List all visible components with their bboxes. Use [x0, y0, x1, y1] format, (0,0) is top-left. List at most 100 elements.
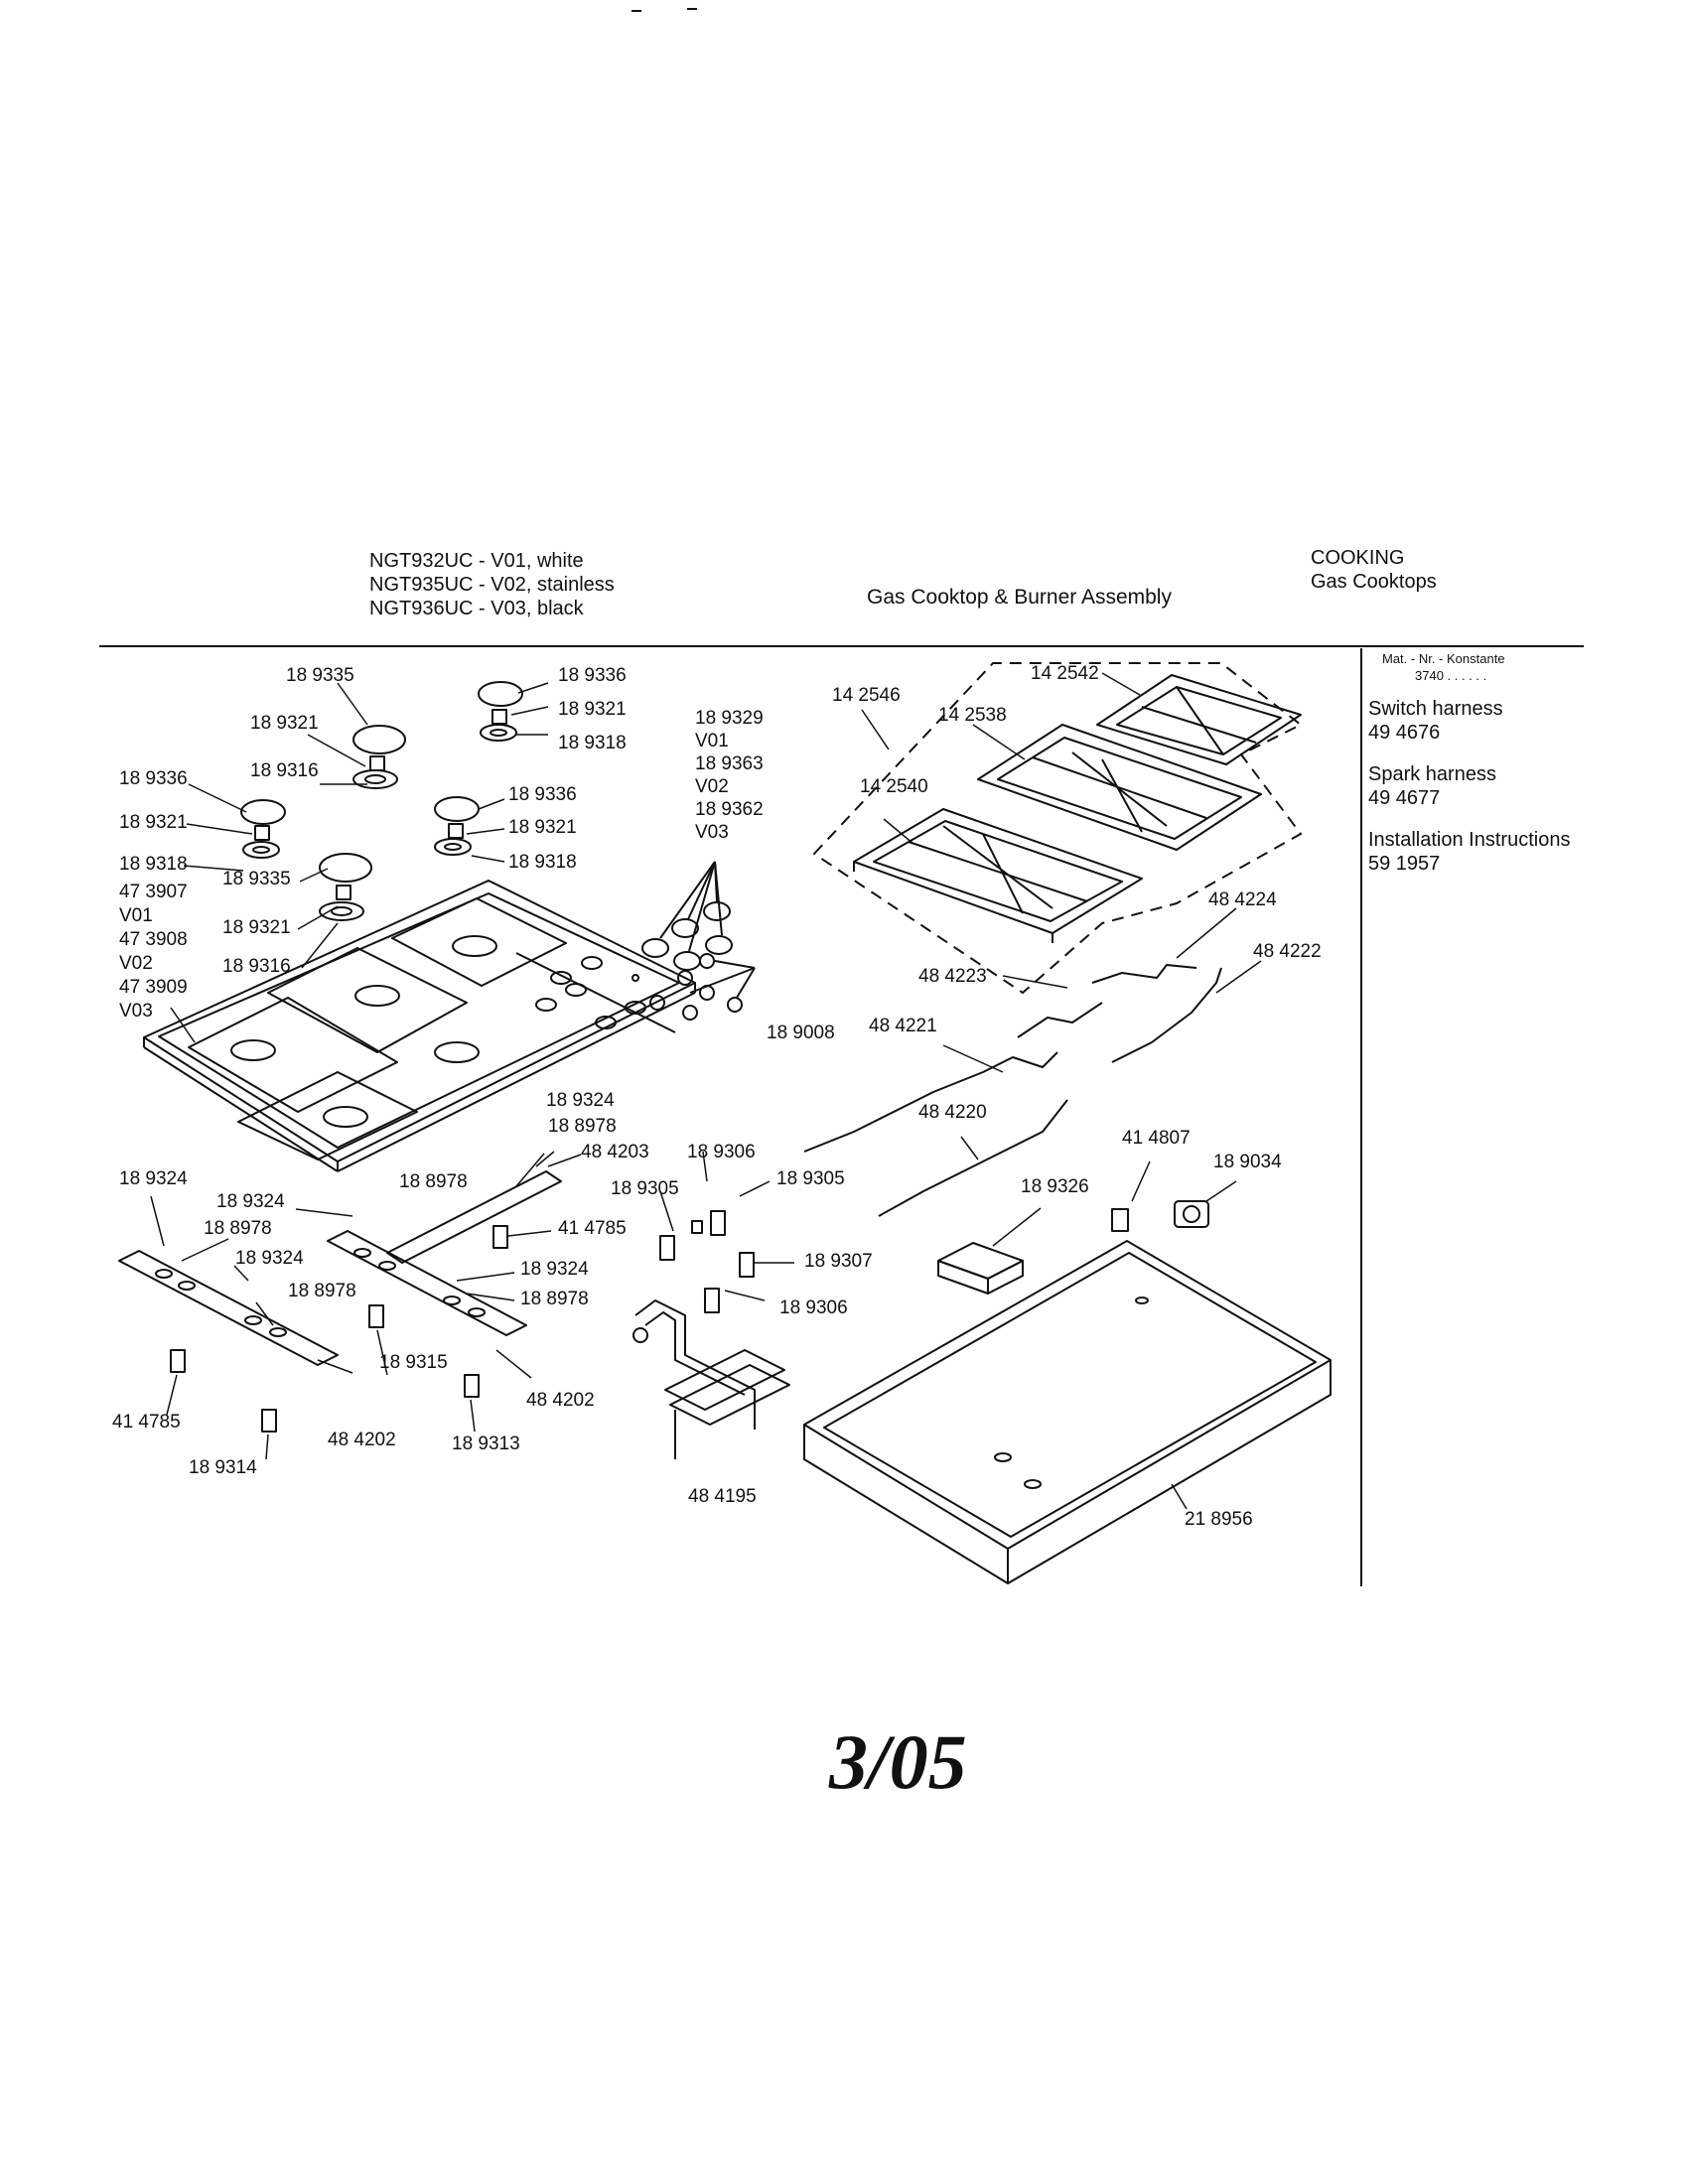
part-label: 18 9336 [558, 665, 627, 686]
part-label: 18 9324 [216, 1191, 285, 1212]
pressure-regulator [1111, 1200, 1209, 1232]
part-label: 18 9306 [779, 1297, 848, 1318]
page-title: Gas Cooktop & Burner Assembly [867, 586, 1172, 609]
sidebar-item-spark-harness: Spark harness [1368, 763, 1496, 785]
category-label: COOKING [1311, 547, 1405, 569]
leader-lines [150, 672, 1262, 1510]
part-label: 48 4221 [869, 1016, 937, 1036]
part-label: 18 9321 [250, 713, 319, 734]
bottom-tray [803, 1240, 1332, 1584]
part-label: V03 [695, 822, 729, 843]
model-line: NGT936UC - V03, black [369, 598, 584, 619]
part-label: 18 9336 [119, 768, 188, 789]
part-label: 41 4807 [1122, 1128, 1191, 1149]
part-label: 48 4203 [581, 1142, 649, 1162]
burner-cap [240, 799, 286, 859]
part-label: 18 8978 [520, 1289, 589, 1309]
part-label: 48 4222 [1253, 941, 1322, 962]
part-label: 18 9307 [804, 1251, 873, 1272]
gas-manifold [632, 1299, 790, 1459]
burner-cap [478, 681, 523, 742]
part-label: 18 9324 [520, 1259, 589, 1280]
grate-group-outline [813, 662, 1302, 994]
part-label: 18 9324 [546, 1090, 615, 1111]
grate-large [853, 808, 1143, 943]
mat-value: 3740 . . . . . . [1415, 668, 1487, 683]
burner-rail-left [118, 1250, 339, 1366]
model-list: NGT932UC - V01, white NGT935UC - V02, st… [369, 549, 615, 620]
part-label: 21 8956 [1185, 1509, 1253, 1530]
part-label: 14 2540 [860, 776, 928, 797]
part-label: 47 3908 [119, 929, 188, 950]
part-label: 18 8978 [399, 1171, 468, 1192]
sidebar-item-spark-harness-number: 49 4677 [1368, 787, 1441, 809]
page-number: 3/05 [829, 1718, 967, 1805]
part-label: 41 4785 [112, 1412, 181, 1433]
knob-part-numbers: 18 9329 V01 18 9363 V02 18 9362 V03 [695, 707, 764, 844]
part-label: 18 9305 [776, 1168, 845, 1189]
spark-module [937, 1242, 1024, 1295]
part-label: 18 9321 [558, 699, 627, 720]
part-label: 18 9329 [695, 708, 764, 729]
burner-cap [352, 725, 406, 789]
model-line: NGT932UC - V01, white [369, 550, 584, 572]
part-label: 48 4224 [1208, 889, 1277, 910]
part-label: 48 4223 [918, 966, 987, 987]
header-divider [99, 645, 1584, 647]
part-label: 18 9318 [508, 852, 577, 873]
part-label: 18 9362 [695, 799, 764, 820]
gas-tube [803, 964, 1222, 1217]
part-label: 48 4202 [526, 1390, 595, 1411]
part-label: 41 4785 [558, 1218, 627, 1239]
grate-middle [977, 724, 1262, 851]
part-label: V02 [119, 953, 153, 974]
part-label: 18 9321 [508, 817, 577, 838]
part-label: 48 4202 [328, 1430, 396, 1450]
part-label: 18 9318 [558, 733, 627, 753]
part-label: 18 9321 [119, 812, 188, 833]
part-label: 18 8978 [548, 1116, 617, 1137]
part-label: 18 9306 [687, 1142, 756, 1162]
burner-rail-right [327, 1230, 527, 1336]
part-label: 14 2542 [1031, 663, 1099, 684]
part-label: 18 9034 [1213, 1152, 1282, 1172]
part-label: 47 3907 [119, 882, 188, 902]
part-label: 48 4195 [688, 1486, 757, 1507]
part-label: 18 9314 [189, 1457, 257, 1478]
burner-rail-top [386, 1170, 562, 1264]
part-label: V01 [695, 731, 729, 751]
knob-set [641, 861, 733, 971]
part-label: 18 9305 [611, 1178, 679, 1199]
part-label: 18 9316 [250, 760, 319, 781]
sidebar-item-switch-harness: Switch harness [1368, 698, 1503, 720]
part-label: V03 [119, 1001, 153, 1022]
part-label: 14 2538 [938, 705, 1007, 726]
part-label: 18 9335 [222, 869, 291, 889]
valve [170, 1210, 755, 1433]
part-label: 18 9316 [222, 956, 291, 977]
model-line: NGT935UC - V02, stainless [369, 574, 615, 596]
part-label: 18 9336 [508, 784, 577, 805]
part-label: 18 9335 [286, 665, 354, 686]
cooktop-panel [143, 880, 696, 1172]
sidebar-item-switch-harness-number: 49 4676 [1368, 722, 1441, 744]
part-label: 18 9315 [379, 1352, 448, 1373]
subcategory-label: Gas Cooktops [1311, 571, 1437, 593]
part-label: 18 9363 [695, 753, 764, 774]
part-label: 18 9324 [235, 1248, 304, 1269]
part-label: V01 [119, 905, 153, 926]
part-label: 18 8978 [204, 1218, 272, 1239]
sidebar-item-installation-instructions-number: 59 1957 [1368, 853, 1441, 875]
part-label: 14 2546 [832, 685, 901, 706]
part-label: 18 9008 [767, 1023, 835, 1043]
sidebar-divider [1360, 648, 1362, 1586]
mat-label: Mat. - Nr. - Konstante [1382, 651, 1505, 666]
burner-cap [434, 796, 480, 856]
part-label: V02 [695, 776, 729, 797]
part-label: 18 8978 [288, 1281, 356, 1301]
cooktop-part-numbers: 47 3907 V01 47 3908 V02 47 3909 V03 [119, 881, 188, 1024]
part-label: 47 3909 [119, 977, 188, 998]
part-label: 18 9313 [452, 1433, 520, 1454]
part-label: 18 9321 [222, 917, 291, 938]
